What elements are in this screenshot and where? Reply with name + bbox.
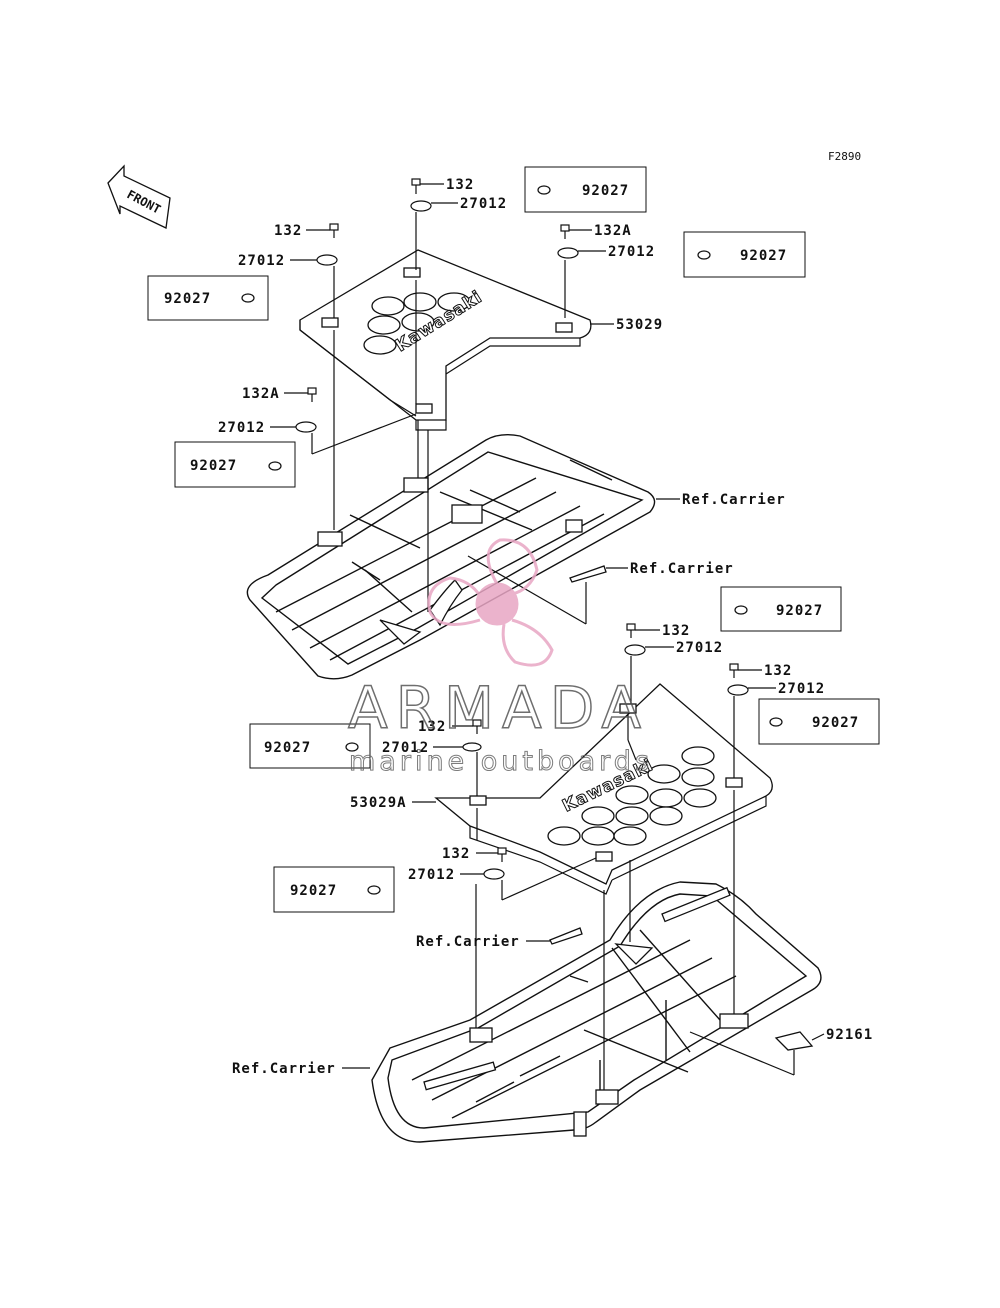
- callout-132-a: 132: [446, 177, 474, 193]
- callout-27012-e: 27012: [676, 640, 723, 656]
- callout-27012-g: 27012: [382, 740, 429, 756]
- callout-92027-f: 92027: [812, 715, 859, 731]
- propeller-logo-icon: [427, 538, 554, 667]
- callout-92027-h: 92027: [290, 883, 337, 899]
- callout-53029a: 53029A: [350, 795, 407, 811]
- callout-132a-a: 132A: [594, 223, 632, 239]
- front-arrow: FRONT: [107, 164, 171, 229]
- callout-27012-c: 27012: [608, 244, 655, 260]
- watermark-brand: ARMADA: [348, 674, 649, 742]
- plate-92161: [774, 1031, 814, 1051]
- callout-132-b: 132: [274, 223, 302, 239]
- callout-27012-h: 27012: [408, 867, 455, 883]
- callout-ref-carrier-b: Ref.Carrier: [630, 561, 734, 577]
- callout-92027-c: 92027: [740, 248, 787, 264]
- callout-boxes: [147, 166, 880, 913]
- callout-92027-e: 92027: [776, 603, 823, 619]
- figure-code: F2890: [828, 150, 861, 163]
- rear-mat-53029A: Kawasaki: [434, 683, 773, 895]
- callout-labels: 132 27012 92027 132 27012 92027 132A 270…: [164, 177, 873, 1077]
- callout-132-d: 132: [764, 663, 792, 679]
- callout-ref-carrier-d: Ref.Carrier: [232, 1061, 336, 1077]
- front-carrier-frame: [246, 433, 656, 680]
- callout-92027-a: 92027: [582, 183, 629, 199]
- callout-92161: 92161: [826, 1027, 873, 1043]
- front-mat-53029: Kawasaki: [299, 249, 592, 431]
- callout-92027-d: 92027: [190, 458, 237, 474]
- callout-132a-b: 132A: [242, 386, 280, 402]
- watermark: ARMADA marine outboards: [347, 538, 653, 778]
- callout-53029: 53029: [616, 317, 663, 333]
- watermark-tagline: marine outboards: [349, 746, 653, 777]
- callout-27012-a: 27012: [460, 196, 507, 212]
- ref-carrier-strip-2: [549, 927, 583, 945]
- callout-ref-carrier-a: Ref.Carrier: [682, 492, 786, 508]
- rear-carrier-frame: [371, 881, 822, 1143]
- callout-132-c: 132: [662, 623, 690, 639]
- callout-ref-carrier-c: Ref.Carrier: [416, 934, 520, 950]
- ref-carrier-strip-1: [569, 565, 607, 583]
- callout-27012-d: 27012: [218, 420, 265, 436]
- callout-27012-b: 27012: [238, 253, 285, 269]
- callout-92027-g: 92027: [264, 740, 311, 756]
- callout-132-f: 132: [442, 846, 470, 862]
- callout-27012-f: 27012: [778, 681, 825, 697]
- callout-92027-b: 92027: [164, 291, 211, 307]
- callout-132-e: 132: [418, 719, 446, 735]
- leader-lines: [270, 183, 825, 1090]
